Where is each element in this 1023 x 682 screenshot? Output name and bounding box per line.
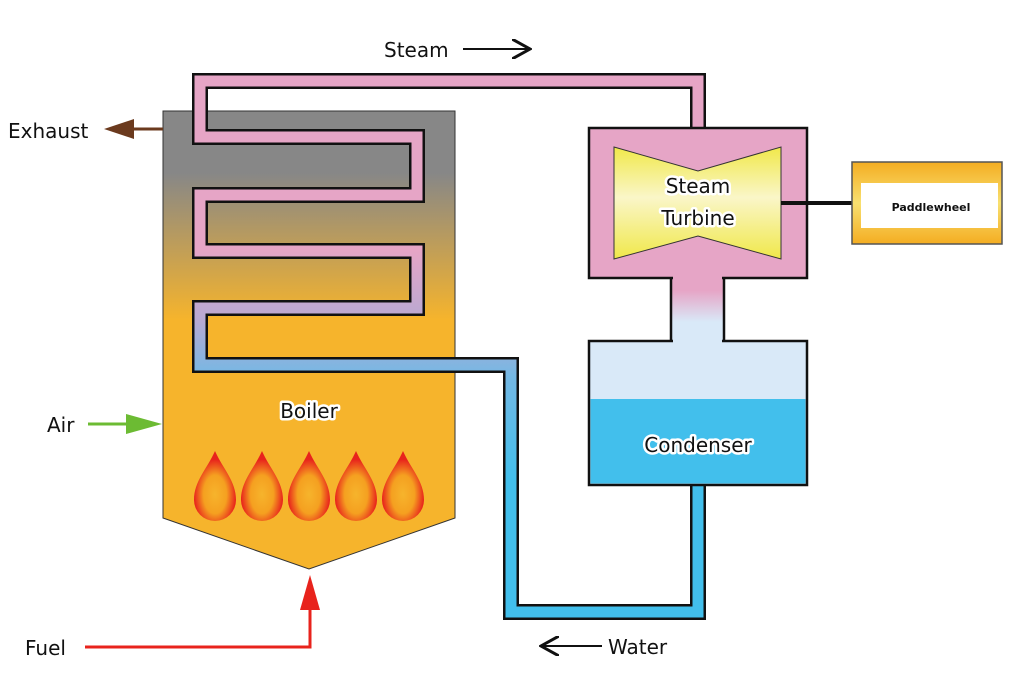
flame-icon bbox=[335, 451, 377, 521]
steam-label: Steam bbox=[384, 38, 449, 62]
fuel-arrow bbox=[85, 575, 320, 649]
condenser-label: Condenser bbox=[644, 433, 752, 457]
flame-icon bbox=[382, 451, 424, 521]
flame-icon bbox=[241, 451, 283, 521]
condenser: Condenser bbox=[587, 336, 809, 487]
exhaust-arrow bbox=[104, 119, 163, 139]
air-arrow bbox=[88, 414, 162, 434]
paddlewheel: Paddlewheel bbox=[851, 161, 1003, 245]
water-label: Water bbox=[608, 635, 668, 659]
boiler-label: Boiler bbox=[280, 399, 338, 423]
boiler bbox=[162, 110, 456, 570]
turbine-housing: Steam Turbine bbox=[587, 126, 809, 352]
flame-icon bbox=[288, 451, 330, 521]
air-label: Air bbox=[47, 413, 75, 437]
flame-icon bbox=[194, 451, 236, 521]
exhaust-label: Exhaust bbox=[8, 119, 89, 143]
steam-water-pipe bbox=[192, 73, 706, 620]
paddlewheel-label: Paddlewheel bbox=[892, 201, 971, 214]
flames bbox=[194, 451, 424, 521]
turbine-label-line1: Steam bbox=[666, 174, 731, 198]
fuel-label: Fuel bbox=[25, 636, 66, 660]
steam-turbine bbox=[613, 146, 782, 260]
turbine-label-line2: Turbine bbox=[660, 206, 734, 230]
